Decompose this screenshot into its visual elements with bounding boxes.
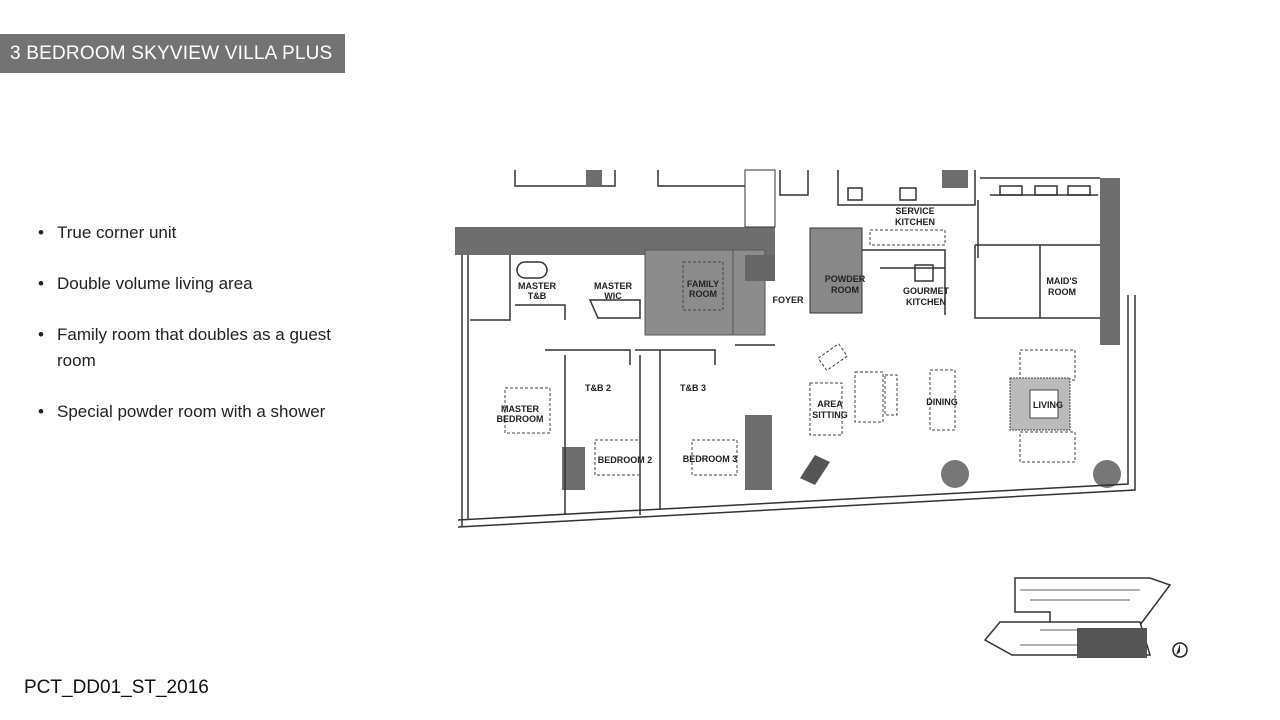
feature-item: Family room that doubles as a guest room — [38, 322, 338, 374]
label-powder-room-2: ROOM — [831, 285, 859, 295]
label-powder-room: POWDER — [825, 274, 866, 284]
label-service-kitchen: SERVICE — [895, 206, 934, 216]
family-room-highlight — [644, 249, 734, 336]
powder-room-highlight — [809, 227, 863, 314]
label-area-sitting-2: SITTING — [812, 410, 848, 420]
label-bedroom-3: BEDROOM 3 — [683, 454, 738, 464]
label-gourmet-kitchen-2: KITCHEN — [906, 297, 946, 307]
label-tb3: T&B 3 — [680, 383, 706, 393]
label-master-bedroom: MASTER — [501, 404, 540, 414]
column — [1093, 460, 1121, 488]
label-master-wic: MASTER — [594, 281, 633, 291]
label-maids-room-2: ROOM — [1048, 287, 1076, 297]
label-foyer: FOYER — [772, 295, 804, 305]
label-dining: DINING — [926, 397, 958, 407]
label-master-tb: MASTER — [518, 281, 557, 291]
north-arrow-icon — [1172, 642, 1188, 658]
label-service-kitchen-2: KITCHEN — [895, 217, 935, 227]
label-maids-room: MAID'S — [1046, 276, 1077, 286]
key-plan-minimap — [983, 577, 1188, 658]
feature-list: True corner unit Double volume living ar… — [38, 220, 338, 450]
upper-walls — [514, 170, 1100, 258]
column — [941, 460, 969, 488]
label-bedroom-2: BEDROOM 2 — [598, 455, 653, 465]
document-code: PCT_DD01_ST_2016 — [24, 677, 209, 698]
label-master-wic-2: WIC — [604, 291, 622, 301]
label-tb2: T&B 2 — [585, 383, 611, 393]
slide-title: 3 BEDROOM SKYVIEW VILLA PLUS — [0, 34, 345, 73]
label-area-sitting: AREA — [817, 399, 843, 409]
label-master-tb-2: T&B — [528, 291, 547, 301]
feature-item: Double volume living area — [38, 271, 338, 297]
feature-item: True corner unit — [38, 220, 338, 246]
wall-shaft — [744, 169, 776, 228]
label-family-room-2: ROOM — [689, 289, 717, 299]
outer-walls — [457, 229, 1136, 528]
room-labels: MASTER T&B MASTER WIC FAMILY ROOM FOYER … — [497, 206, 1078, 465]
feature-item: Special powder room with a shower — [38, 399, 338, 425]
label-living: LIVING — [1033, 400, 1063, 410]
label-family-room: FAMILY — [687, 279, 719, 289]
label-master-bedroom-2: BEDROOM — [497, 414, 544, 424]
furniture — [504, 261, 1076, 485]
label-gourmet-kitchen: GOURMET — [903, 286, 950, 296]
